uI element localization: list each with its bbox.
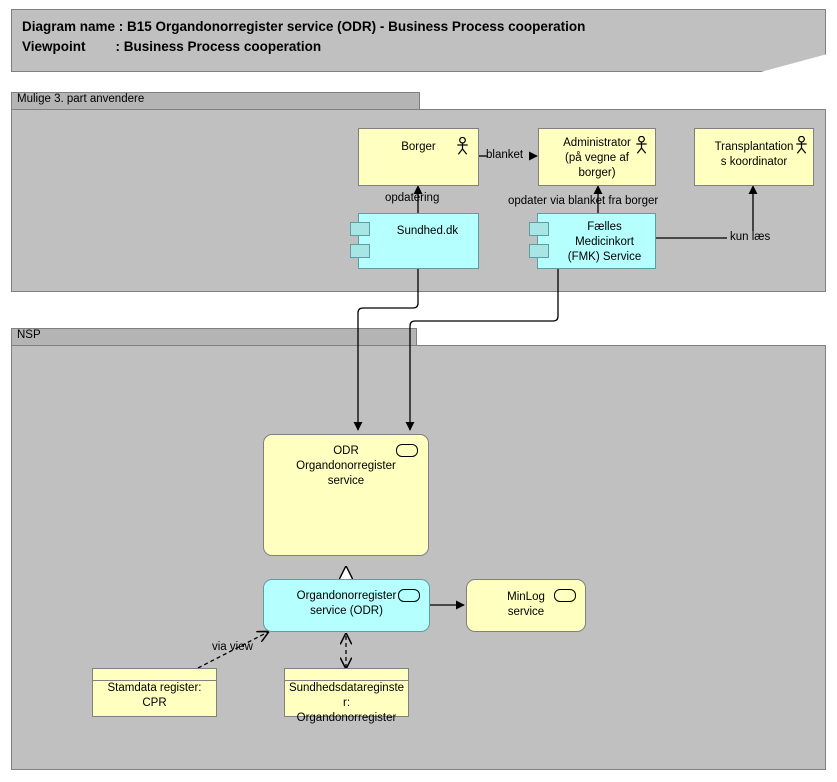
actor-icon <box>636 136 647 154</box>
element-transplantations-koordinator[interactable]: Transplantation s koordinator <box>694 128 814 186</box>
service-icon <box>554 589 576 602</box>
component-tabs-icon <box>350 244 370 258</box>
element-stamdata-register-cpr[interactable]: Stamdata register: CPR <box>92 668 217 717</box>
connector-label-opdater-via-blanket: opdater via blanket fra borger <box>508 195 659 207</box>
connector-label-kun-laes: kun læs <box>727 231 774 243</box>
element-sundhed-dk-label: Sundhed.dk <box>396 225 459 237</box>
element-sundhed-dk[interactable]: Sundhed.dk <box>350 213 479 269</box>
connector-label-opdatering: opdatering <box>385 192 440 204</box>
data-object-header-bar <box>285 669 408 681</box>
component-tabs-icon <box>529 222 549 236</box>
element-fmk-service-label: Fælles Medicinkort (FMK) Service <box>567 221 642 263</box>
element-stamdata-register-cpr-label: Stamdata register: CPR <box>107 682 202 709</box>
group-label-mulige: Mulige 3. part anvendere <box>17 93 145 105</box>
connector-label-blanket: blanket <box>486 149 524 161</box>
element-administrator-label: Administrator (på vegne af borger) <box>563 137 631 179</box>
component-tabs-icon <box>350 222 370 236</box>
element-odr-organdonorregister-service-label: ODR Organdonorregister service <box>296 445 396 487</box>
element-sundhedsdataregister-organdonorregister-label: Sundhedsdatareginste r: Organdonorregist… <box>288 682 405 724</box>
service-icon <box>396 444 418 457</box>
element-minlog-service[interactable]: MinLog service <box>466 579 586 632</box>
element-transplantations-koordinator-label: Transplantation s koordinator <box>714 141 794 168</box>
element-fmk-service[interactable]: Fælles Medicinkort (FMK) Service <box>529 213 656 269</box>
data-object-header-bar <box>93 669 216 681</box>
element-sundhedsdataregister-organdonorregister[interactable]: Sundhedsdatareginste r: Organdonorregist… <box>284 668 409 724</box>
group-label-nsp: NSP <box>17 329 41 341</box>
element-odr-organdonorregister-service[interactable]: ODR Organdonorregister service <box>263 434 429 556</box>
connector-label-via-view: via view <box>212 641 253 653</box>
element-minlog-service-label: MinLog service <box>507 591 545 618</box>
actor-icon <box>796 136 807 154</box>
element-borger-label: Borger <box>401 141 436 153</box>
element-administrator[interactable]: Administrator (på vegne af borger) <box>538 128 656 186</box>
service-icon <box>398 589 420 602</box>
component-tabs-icon <box>529 244 549 258</box>
diagram-name-text: Diagram name : B15 Organdonorregister se… <box>22 19 586 34</box>
viewpoint-text: Viewpoint : Business Process cooperation <box>22 39 322 54</box>
actor-icon <box>457 137 468 155</box>
element-borger[interactable]: Borger <box>358 128 479 186</box>
element-organdonorregister-service-odr[interactable]: Organdonorregister service (ODR) <box>263 579 430 632</box>
element-organdonorregister-service-odr-label: Organdonorregister service (ODR) <box>296 590 397 617</box>
diagram-header-note <box>11 9 826 72</box>
group-tab-nsp <box>11 328 417 346</box>
